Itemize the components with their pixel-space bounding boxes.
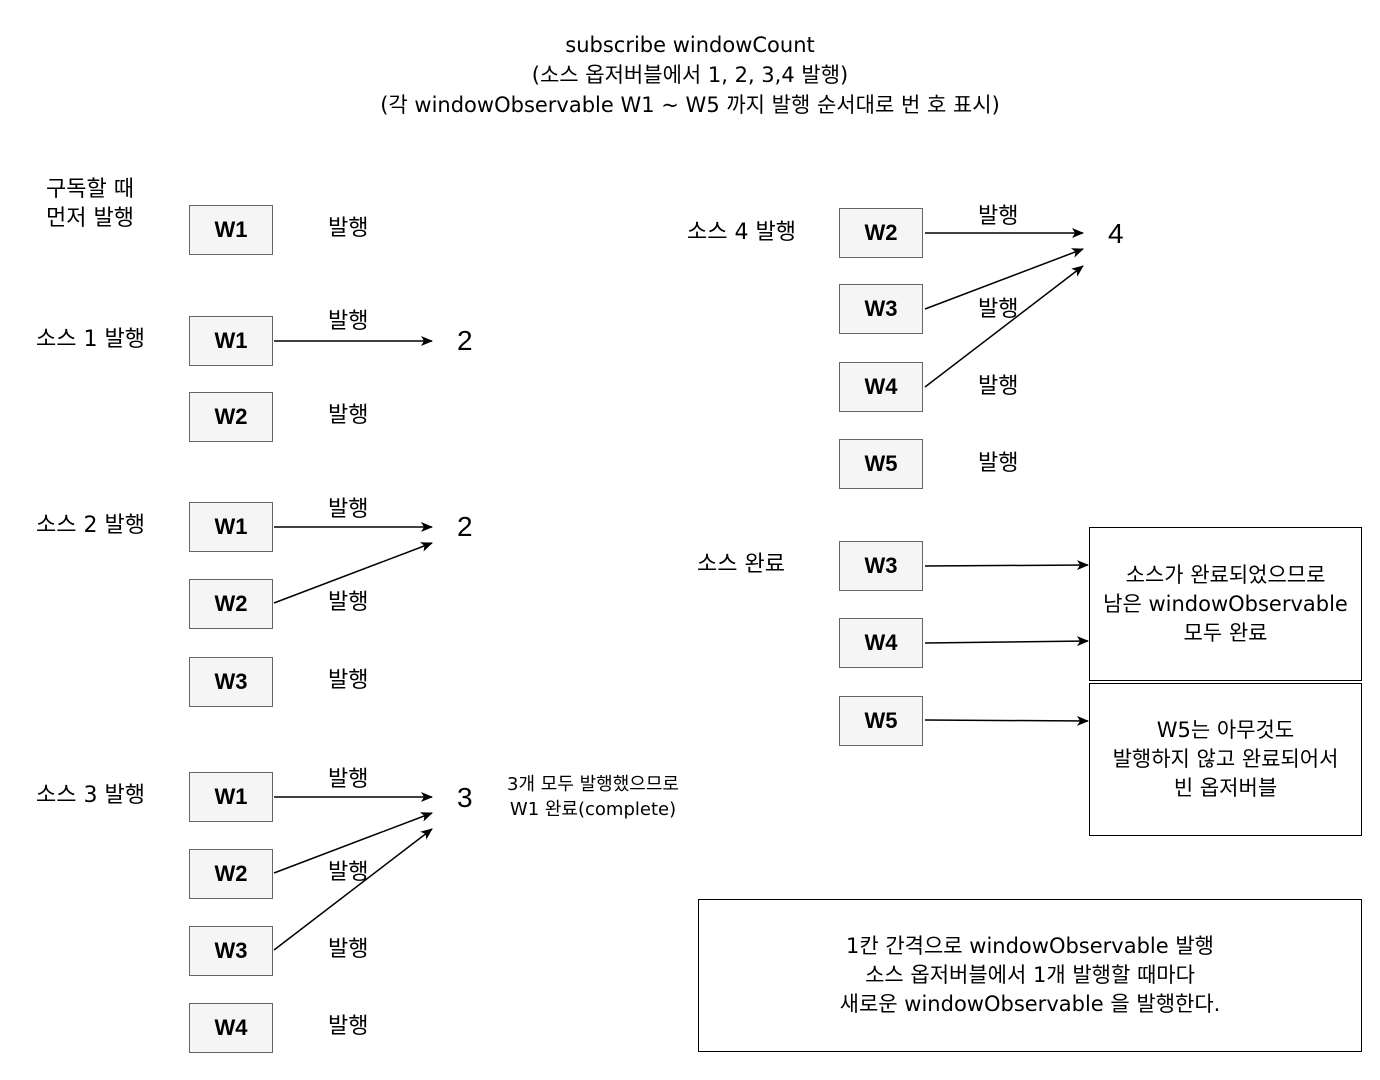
window-w4-complete: W4 [839, 618, 923, 668]
window-w2-src4: W2 [839, 208, 923, 258]
title-line-3: (각 windowObservable W1 ~ W5 까지 발행 순서대로 번… [380, 93, 1000, 117]
summary-line-2: 소스 옵저버블에서 1개 발행할 때마다 [865, 963, 1195, 987]
source-2-value: 2 [457, 511, 473, 542]
w1-complete-note: 3개 모두 발행했으므로 W1 완료(complete) [500, 772, 686, 822]
emit-label: 발행 [328, 1014, 369, 1039]
emit-label: 발행 [328, 216, 369, 241]
window-w1-src3: W1 [189, 772, 273, 822]
emit-label: 발행 [328, 860, 369, 885]
emit-label: 발행 [978, 451, 1019, 476]
window-w3-src2: W3 [189, 657, 273, 707]
window-w2-src2: W2 [189, 579, 273, 629]
window-w3-complete: W3 [839, 541, 923, 591]
source-1-label: 소스 1 발행 [36, 327, 145, 352]
window-w4-src3: W4 [189, 1003, 273, 1053]
source-3-value: 3 [457, 782, 473, 813]
emit-label: 발행 [328, 937, 369, 962]
w1-complete-note-line-1: 3개 모두 발행했으므로 [507, 774, 679, 795]
window-w2-src1: W2 [189, 392, 273, 442]
subscribe-label-line-2: 먼저 발행 [46, 206, 134, 231]
emit-label: 발행 [328, 590, 369, 615]
source-2-label: 소스 2 발행 [36, 513, 145, 538]
window-w1-src1: W1 [189, 316, 273, 366]
window-w3-src4: W3 [839, 284, 923, 334]
emit-label: 발행 [328, 497, 369, 522]
emit-label: 발행 [328, 767, 369, 792]
complete-note-line-1: 소스가 완료되었으므로 [1125, 562, 1326, 587]
source-4-label: 소스 4 발행 [687, 220, 796, 245]
emit-label: 발행 [978, 374, 1019, 399]
emit-label: 발행 [978, 204, 1019, 229]
w5-empty-note-box: W5는 아무것도 발행하지 않고 완료되어서 빈 옵저버블 [1089, 683, 1362, 836]
w5-note-line-1: W5는 아무것도 [1156, 718, 1295, 742]
title-line-1: subscribe windowCount [565, 33, 815, 57]
complete-note-box: 소스가 완료되었으므로 남은 windowObservable 모두 완료 [1089, 527, 1362, 681]
arrow-src2-w2 [273, 542, 433, 604]
arrow-complete-w3 [924, 560, 1089, 571]
summary-line-1: 1칸 간격으로 windowObservable 발행 [845, 934, 1215, 958]
window-w2-src3: W2 [189, 849, 273, 899]
source-complete-label: 소스 완료 [697, 552, 785, 577]
w1-complete-note-line-2: W1 완료(complete) [509, 799, 677, 820]
arrow-complete-w4 [924, 636, 1089, 647]
subscribe-label: 구독할 때 먼저 발행 [46, 175, 134, 233]
window-w4-src4: W4 [839, 362, 923, 412]
window-w3-src3: W3 [189, 926, 273, 976]
arrow-src4-w3 [924, 248, 1084, 310]
emit-label: 발행 [328, 668, 369, 693]
w5-note-line-2: 발행하지 않고 완료되어서 [1112, 747, 1339, 771]
window-w5-complete: W5 [839, 696, 923, 746]
complete-note-line-3: 모두 완료 [1183, 620, 1268, 645]
window-w1-subscribe: W1 [189, 205, 273, 255]
window-w1-src2: W1 [189, 502, 273, 552]
emit-label: 발행 [978, 297, 1019, 322]
source-3-label: 소스 3 발행 [36, 783, 145, 808]
source-1-value: 2 [457, 325, 473, 356]
arrow-src4-w4 [924, 265, 1084, 388]
w5-note-line-3: 빈 옵저버블 [1173, 776, 1278, 800]
window-w5-src4: W5 [839, 439, 923, 489]
emit-label: 발행 [328, 309, 369, 334]
source-4-value: 4 [1108, 218, 1124, 249]
summary-line-3: 새로운 windowObservable 을 발행한다. [839, 992, 1221, 1016]
arrow-src3-w3 [273, 828, 433, 951]
diagram-title: subscribe windowCount (소스 옵저버블에서 1, 2, 3… [0, 30, 1380, 120]
emit-label: 발행 [328, 403, 369, 428]
summary-box: 1칸 간격으로 windowObservable 발행 소스 옵저버블에서 1개… [698, 899, 1362, 1052]
title-line-2: (소스 옵저버블에서 1, 2, 3,4 발행) [531, 63, 849, 87]
complete-note-line-2: 남은 windowObservable [1103, 591, 1348, 616]
arrow-src3-w2 [273, 812, 433, 874]
subscribe-label-line-1: 구독할 때 [46, 177, 134, 202]
arrow-complete-w5 [924, 715, 1089, 726]
